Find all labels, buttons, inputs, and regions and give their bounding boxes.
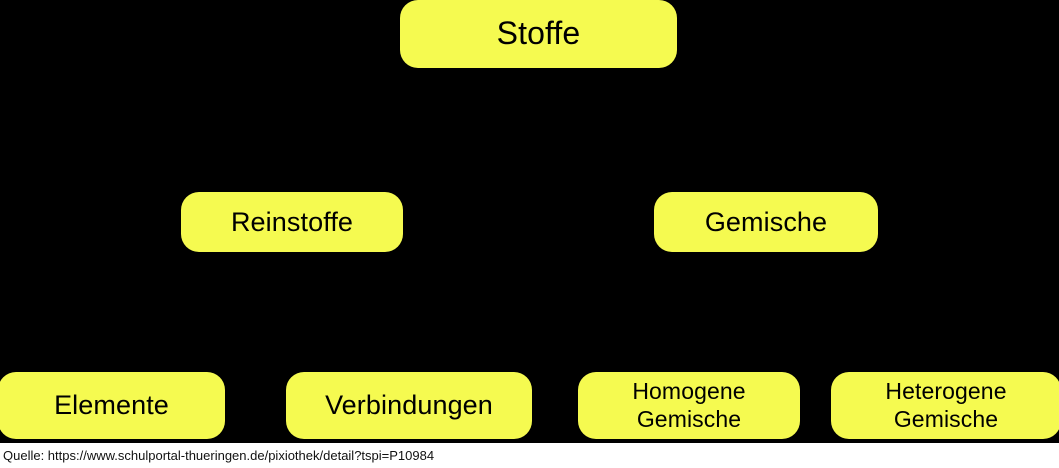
connector-stoffe-reinstoffe [292,68,539,71]
node-heterogene-gemische[interactable]: Heterogene Gemische [831,372,1059,439]
source-caption-bar: Quelle: https://www.schulportal-thuering… [0,443,1059,468]
node-elemente[interactable]: Elemente [0,372,225,439]
node-gemische[interactable]: Gemische [654,192,878,252]
diagram-area: Stoffe Reinstoffe Gemische Elemente Verb… [0,0,1059,443]
node-verbindungen[interactable]: Verbindungen [286,372,532,439]
node-homogene-gemische[interactable]: Homogene Gemische [578,372,800,439]
source-caption-text: Quelle: https://www.schulportal-thuering… [3,448,435,463]
connector-gemische-heterogene [766,251,945,254]
node-stoffe[interactable]: Stoffe [400,0,677,68]
connector-reinstoffe-verbindungen [292,251,409,254]
connector-gemische-homogene [689,251,767,254]
connector-stoffe-gemische [538,68,767,71]
connector-reinstoffe-elemente [112,251,293,254]
node-reinstoffe[interactable]: Reinstoffe [181,192,403,252]
